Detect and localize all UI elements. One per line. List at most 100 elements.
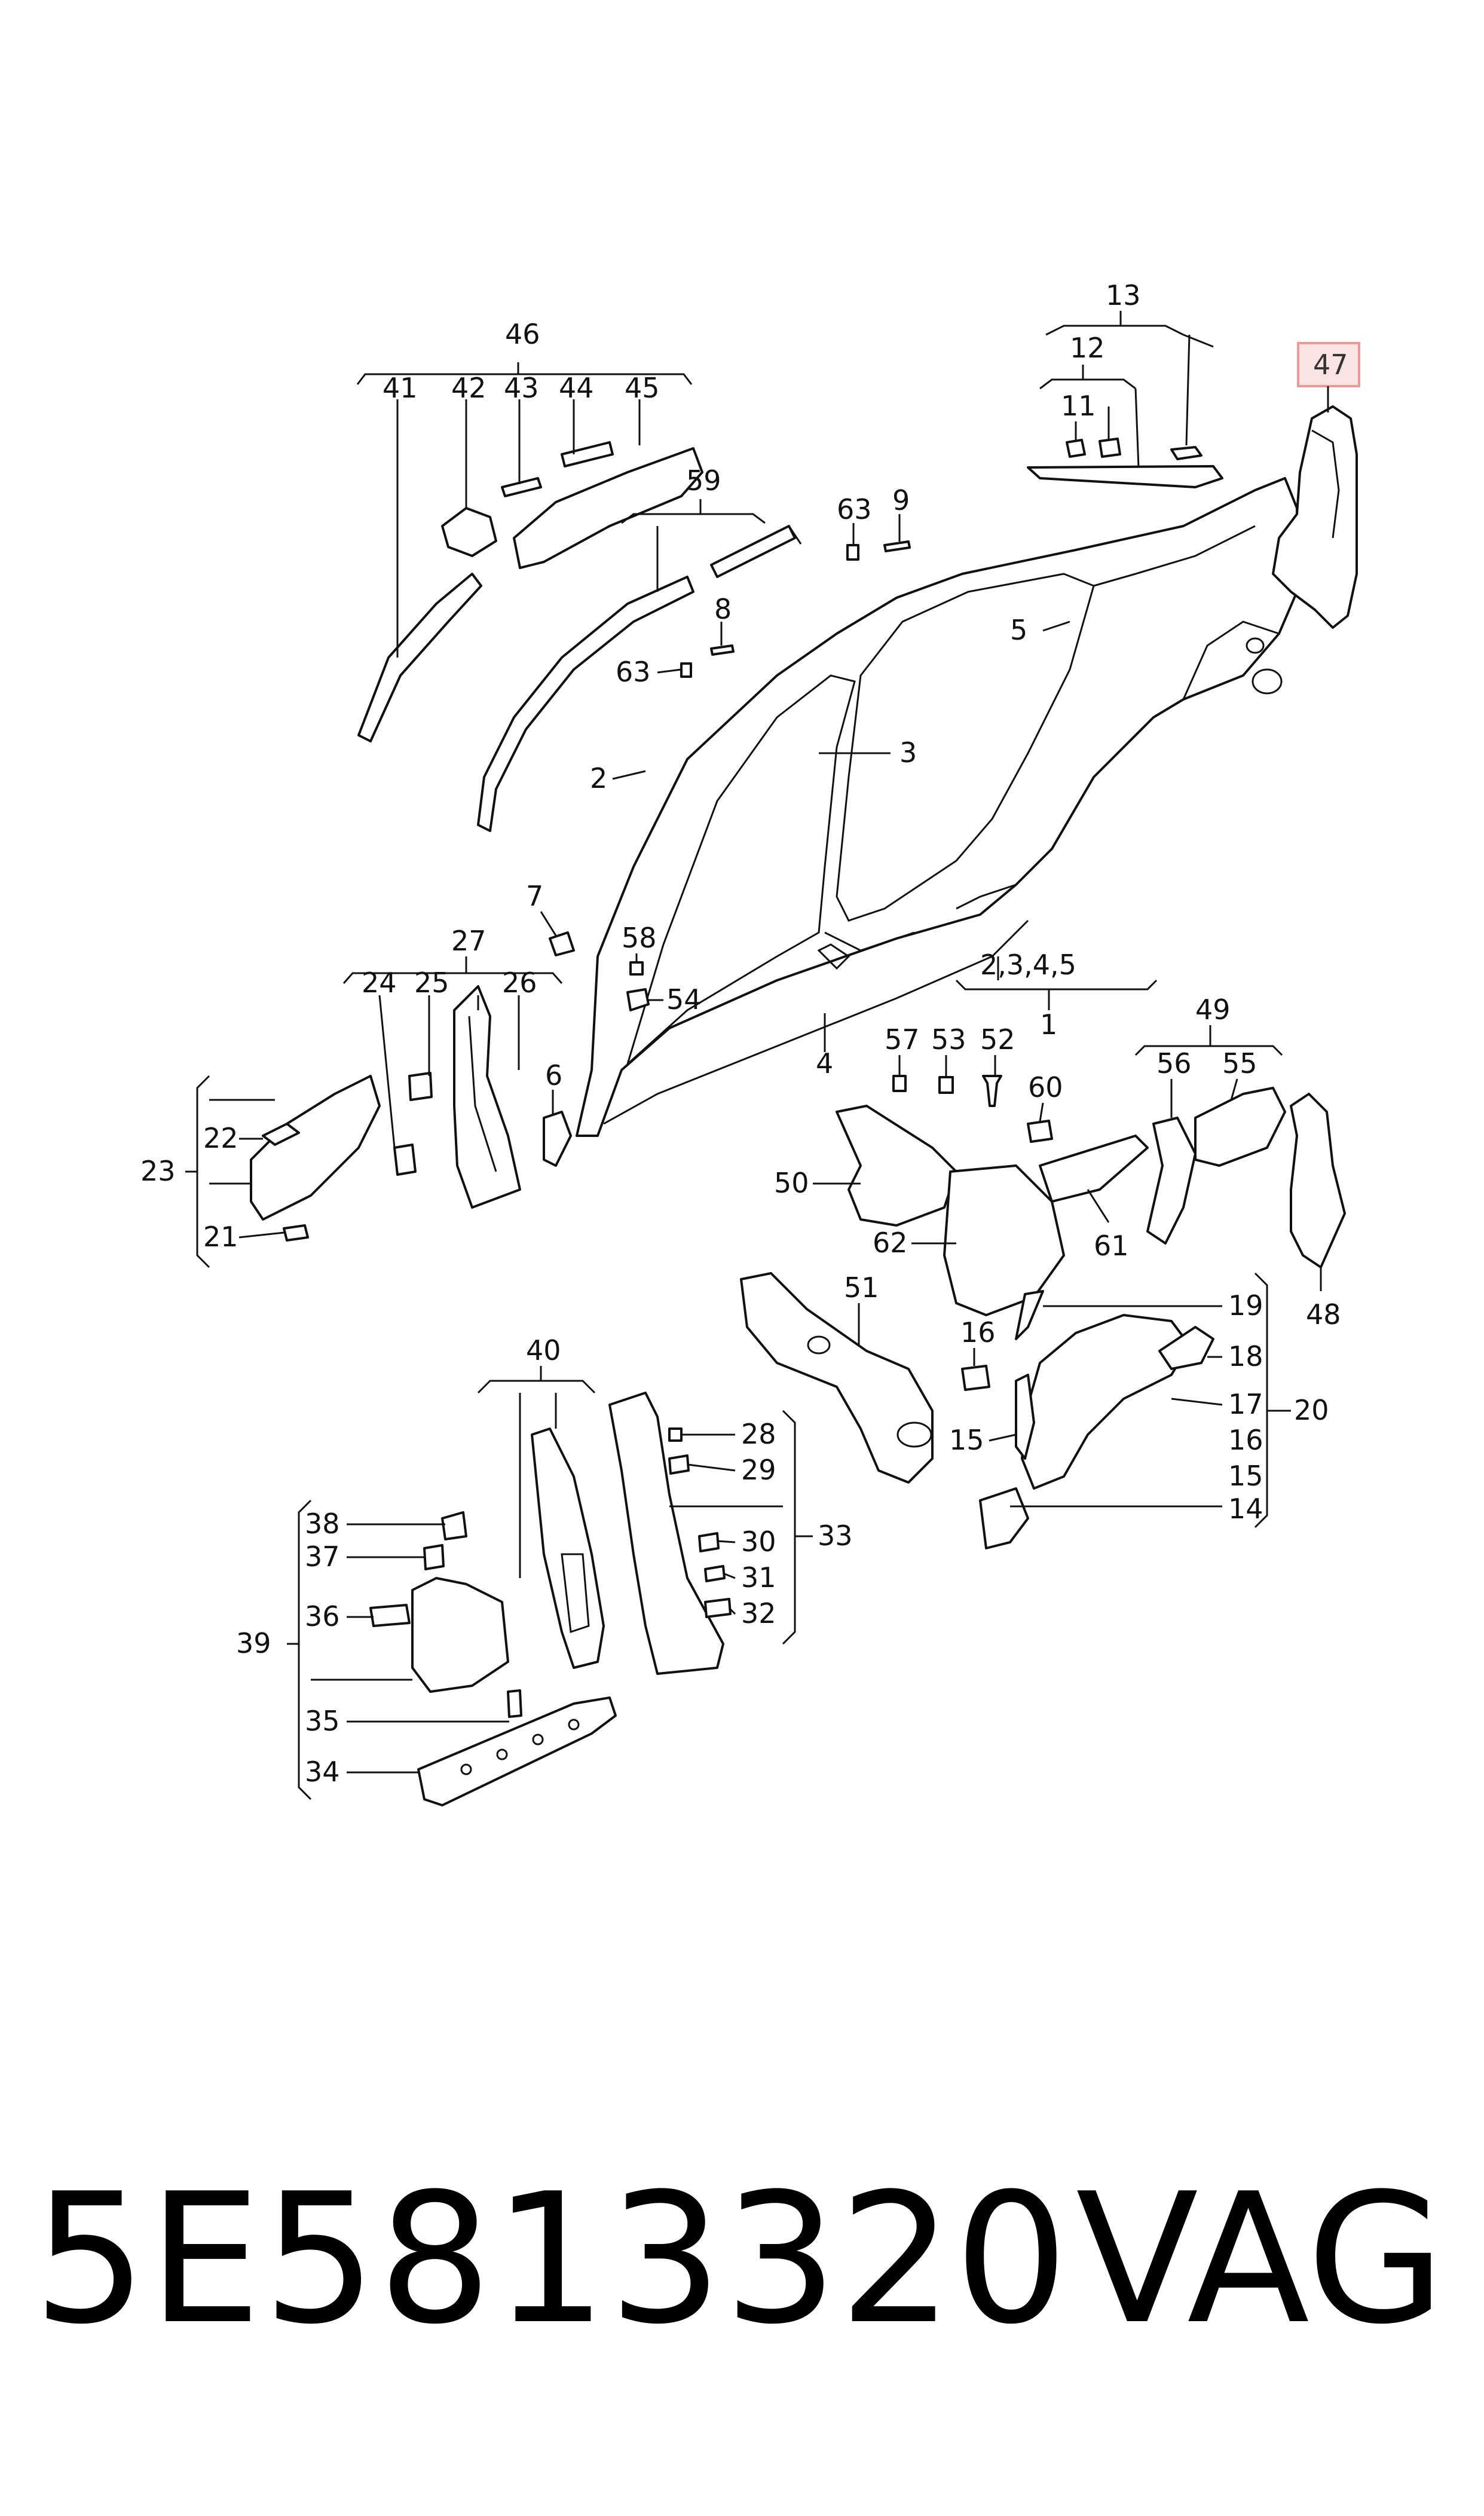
part-63-nut-lower	[680, 662, 692, 678]
part-2-a-pillar	[477, 576, 694, 832]
label-53: 53	[931, 1023, 966, 1056]
label-14: 14	[1228, 1493, 1263, 1525]
label-12: 12	[1070, 332, 1105, 364]
label-31: 31	[741, 1561, 776, 1594]
label-3: 3	[899, 736, 917, 769]
part-44-clip	[561, 441, 614, 467]
part-number-text: 5E5813320	[33, 2155, 1070, 2364]
label-16-left: 16	[960, 1316, 996, 1349]
part-13-clip	[1170, 446, 1203, 460]
part-38-clip	[441, 1511, 467, 1540]
label-15-right: 15	[1228, 1460, 1263, 1492]
label-37: 37	[305, 1540, 340, 1573]
part-45-reinforcement	[513, 447, 703, 569]
part-39-reinforcement	[411, 1577, 509, 1693]
part-12-clip	[1099, 438, 1121, 458]
label-58: 58	[622, 922, 657, 954]
part-9-clip	[883, 540, 911, 552]
part-51-wheelhouse	[740, 1272, 934, 1484]
label-22: 22	[203, 1122, 238, 1154]
part-33-b-pillar-inner	[608, 1392, 724, 1675]
part-21-clip	[283, 1224, 309, 1242]
part-16-clip	[961, 1365, 990, 1391]
part-13-rail	[1027, 465, 1223, 488]
callout-labels: 46 41 42 43 44 45 13 12 11 47 59 63 9 8 …	[140, 279, 1348, 1788]
part-15-bracket	[1015, 1374, 1035, 1460]
label-13: 13	[1106, 279, 1141, 311]
label-6: 6	[545, 1059, 562, 1092]
label-2345: 2,3,4,5	[980, 949, 1076, 981]
part-14-bracket	[979, 1487, 1029, 1549]
label-15-left: 15	[949, 1424, 984, 1456]
label-33: 33	[818, 1520, 853, 1552]
part-18-bracket	[1158, 1326, 1214, 1370]
label-41: 41	[383, 372, 418, 404]
part-43-clip	[501, 477, 542, 497]
label-34: 34	[305, 1756, 340, 1788]
label-27: 27	[451, 925, 486, 957]
label-23: 23	[140, 1155, 176, 1187]
part-50-bracket	[836, 1105, 957, 1227]
leader-lines	[185, 311, 1329, 1800]
part-48-panel	[1290, 1093, 1346, 1268]
label-48: 48	[1306, 1298, 1341, 1331]
part-55-bracket	[1194, 1087, 1286, 1167]
label-36: 36	[305, 1600, 340, 1633]
part-28-clip	[668, 1427, 683, 1442]
part-40-b-pillar-outer	[531, 1427, 605, 1669]
label-28: 28	[741, 1418, 776, 1450]
label-30: 30	[741, 1526, 776, 1558]
part-8-clip	[710, 644, 735, 656]
part-41-strip	[357, 573, 482, 742]
part-34-sill	[417, 1696, 617, 1806]
part-30-clip	[698, 1532, 720, 1552]
label-19: 19	[1228, 1289, 1263, 1322]
part-23-bracket	[250, 1075, 381, 1221]
label-26: 26	[502, 967, 537, 999]
label-42: 42	[451, 372, 486, 404]
label-8: 8	[714, 593, 732, 625]
part-31-clip	[704, 1565, 726, 1582]
part-54-clip	[626, 988, 650, 1011]
brand-text: VAG	[1076, 2155, 1446, 2364]
part-61-strip	[1039, 1135, 1149, 1203]
part-25-piece	[408, 1072, 433, 1101]
label-16-right: 16	[1228, 1424, 1263, 1456]
part-7-clip	[549, 931, 575, 956]
label-57: 57	[885, 1023, 920, 1056]
part-11-clip	[1066, 439, 1086, 458]
label-18: 18	[1228, 1340, 1263, 1372]
label-20: 20	[1294, 1394, 1329, 1426]
label-7: 7	[526, 880, 543, 912]
part-32-clip	[704, 1598, 732, 1618]
label-63-upper: 63	[837, 493, 872, 525]
label-1: 1	[1040, 1008, 1057, 1041]
label-11: 11	[1061, 390, 1096, 422]
label-21: 21	[203, 1221, 238, 1253]
label-25: 25	[414, 967, 449, 999]
label-9: 9	[892, 484, 910, 516]
part-6-bracket	[543, 1111, 572, 1167]
part-36-clip	[369, 1604, 411, 1627]
label-54: 54	[666, 983, 702, 1016]
part-63-nut-upper	[846, 544, 859, 561]
label-60: 60	[1028, 1071, 1063, 1103]
label-24: 24	[362, 967, 397, 999]
part-60-clip	[1027, 1120, 1053, 1143]
label-46: 46	[505, 318, 540, 350]
part-24-piece	[393, 1144, 417, 1176]
part-27-a-pillar-lower	[453, 985, 521, 1209]
label-45: 45	[625, 372, 660, 404]
label-51: 51	[844, 1271, 879, 1304]
label-32: 32	[741, 1597, 776, 1630]
part-62-bracket	[943, 1164, 1065, 1316]
label-2: 2	[590, 762, 607, 794]
part-59-strip	[710, 525, 796, 578]
label-61: 61	[1094, 1230, 1129, 1262]
label-35: 35	[305, 1705, 340, 1737]
part-52-screw	[982, 1075, 1002, 1107]
part-17-wheelhouse-inner	[1021, 1314, 1191, 1490]
part-29-clip	[668, 1454, 690, 1475]
label-39: 39	[236, 1627, 271, 1659]
